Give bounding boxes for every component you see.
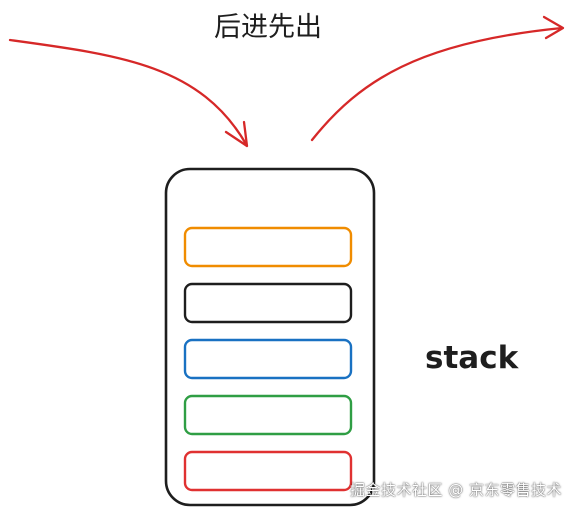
push-arrow-icon [8, 38, 249, 148]
stack-items [183, 226, 353, 492]
stack-item-orange [183, 226, 353, 268]
stack-container [164, 167, 376, 507]
stack-item-black [183, 282, 353, 324]
watermark: 掘金技术社区 @ 京东零售技术 [349, 481, 562, 499]
pop-arrow-icon [310, 15, 565, 142]
stack-label: stack [425, 340, 520, 376]
stack-item-blue [183, 338, 353, 380]
diagram-title: 后进先出 [214, 12, 322, 43]
stack-item-green [183, 394, 353, 436]
stack-item-red [183, 450, 353, 492]
